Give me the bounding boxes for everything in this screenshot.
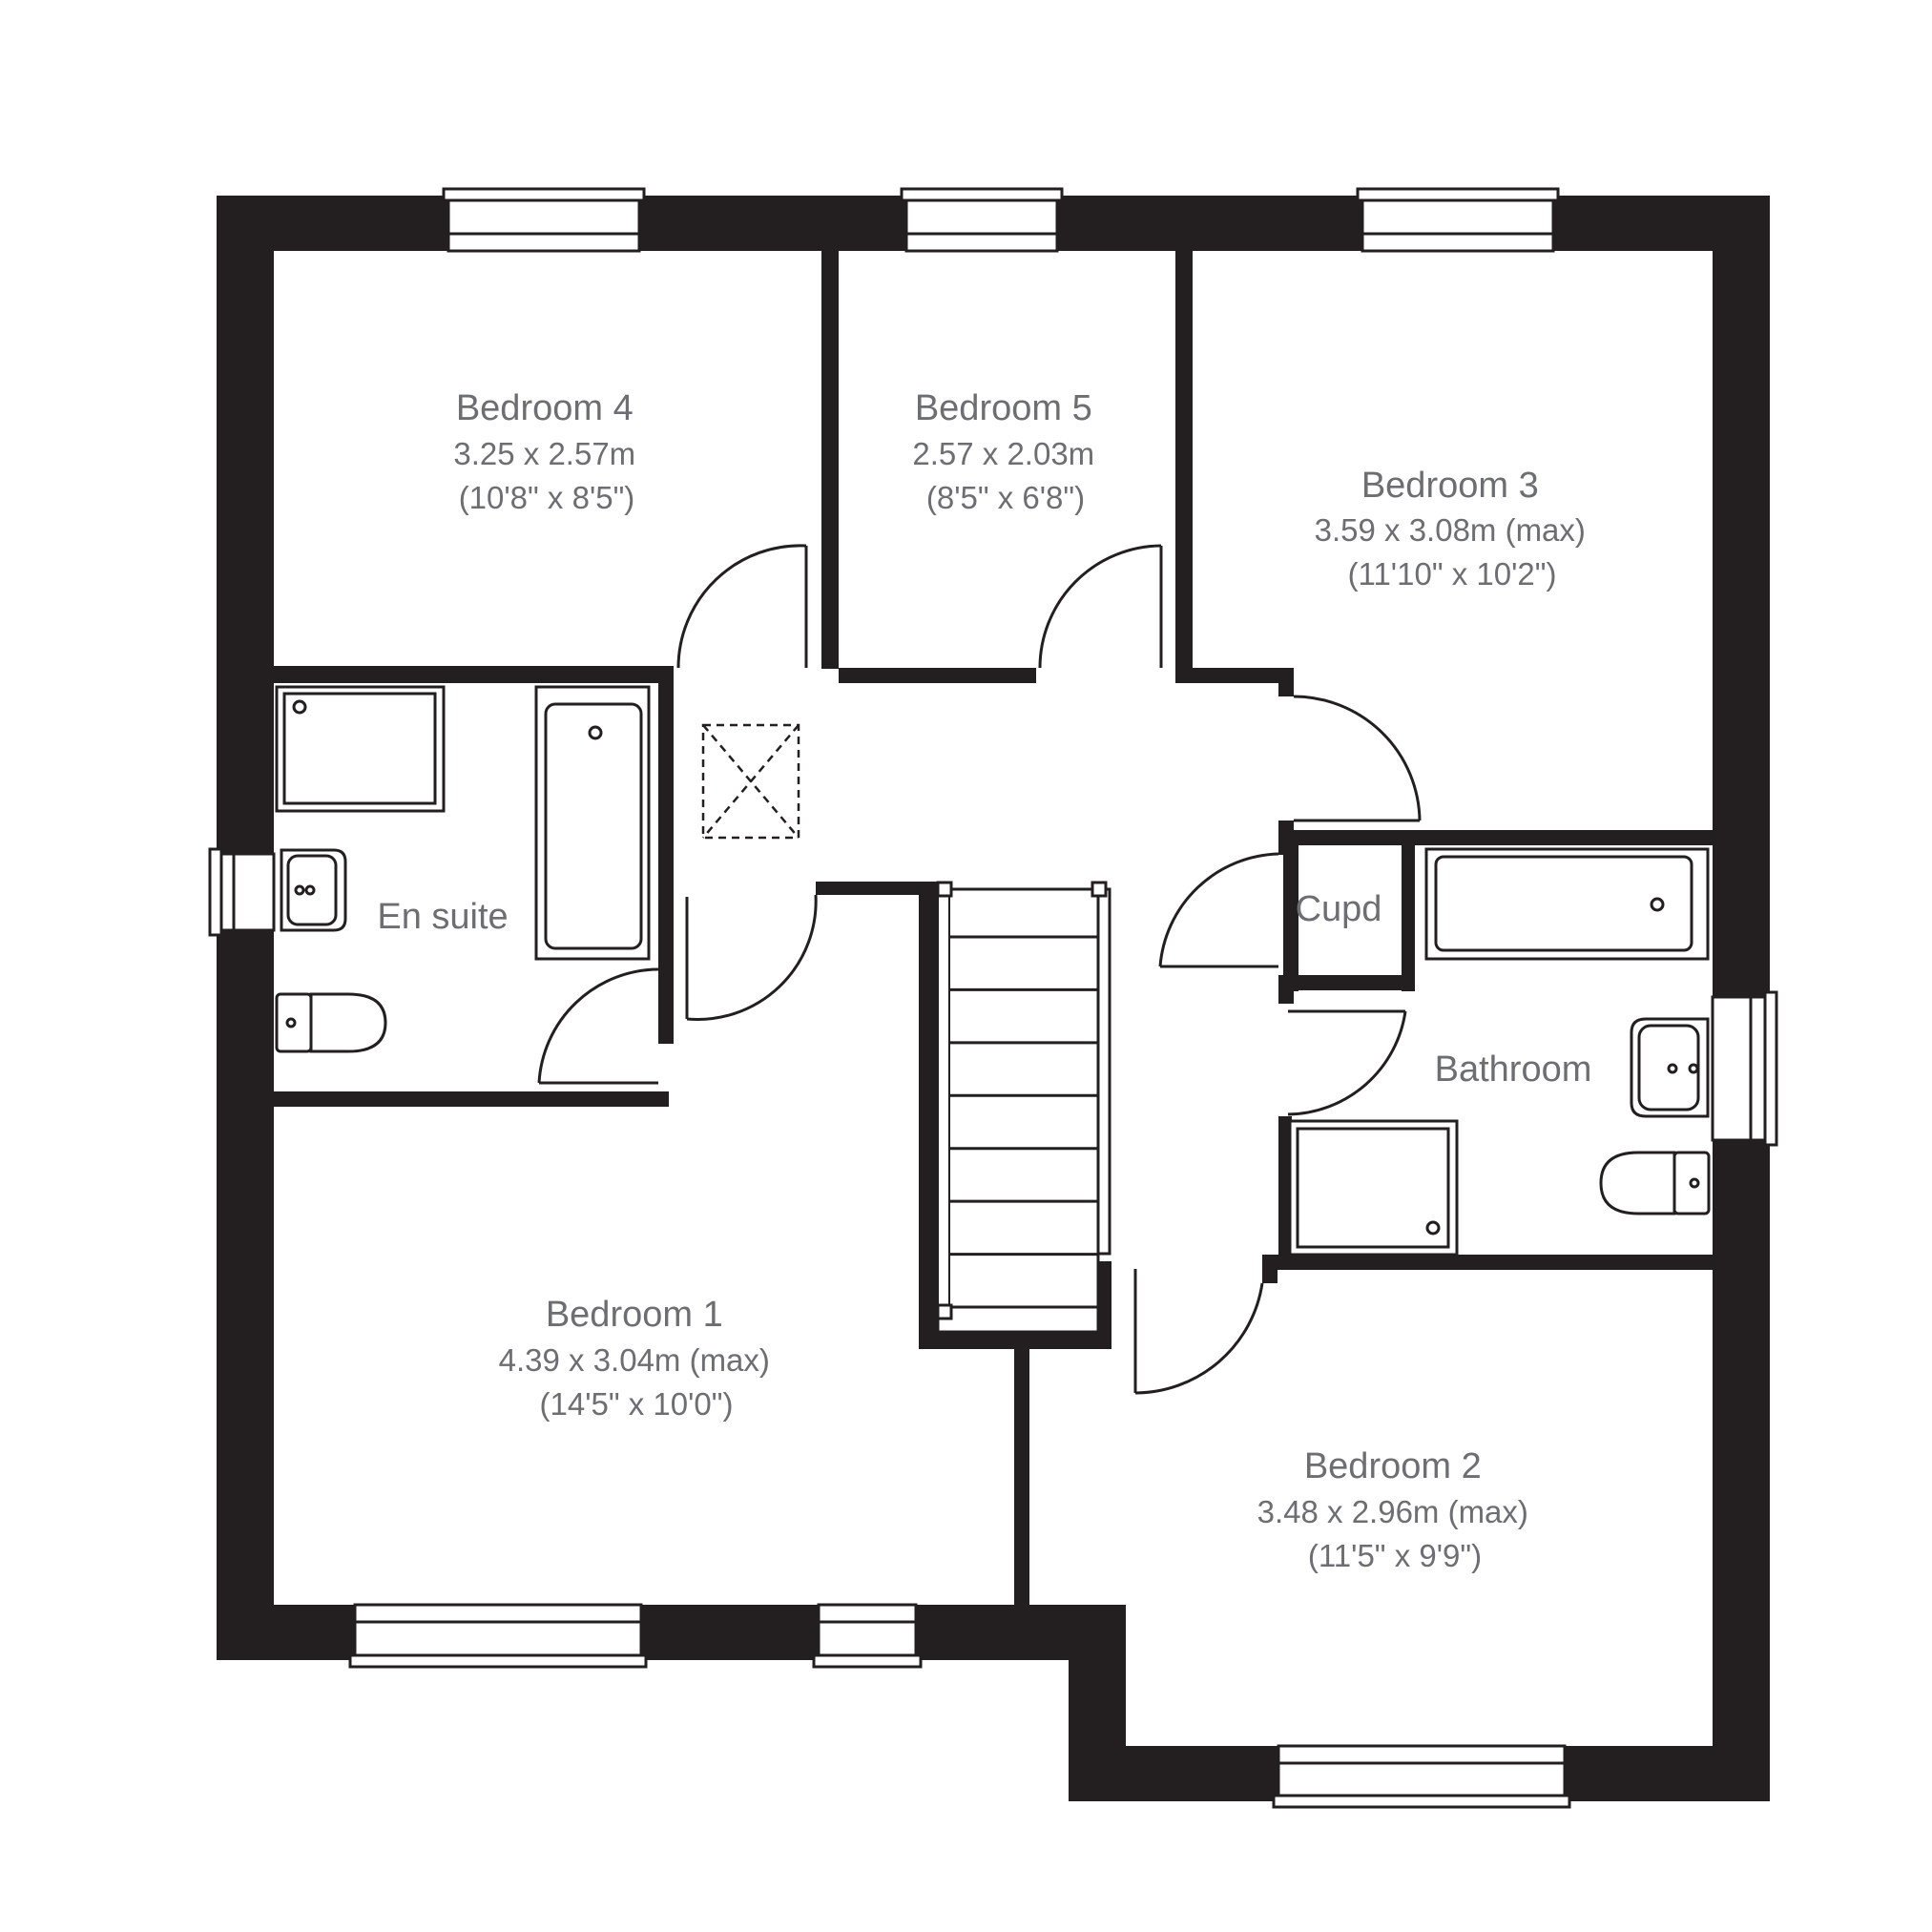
window-icon: [208, 187, 1778, 1809]
interior-walls: [274, 251, 1713, 1612]
toilet-icon: [275, 992, 387, 1053]
basin-icon: [1630, 1017, 1710, 1118]
toilet-icon: [1599, 1151, 1711, 1215]
staircase-icon: [936, 881, 1111, 1334]
bathtub-icon: [1424, 847, 1710, 961]
room-label-bedroom3: Bedroom 3 3.59 x 3.08m (max) (11'10" x 1…: [1315, 466, 1590, 592]
room-label-bathroom: Bathroom: [1435, 1049, 1592, 1090]
shower-tray-icon: [1288, 1119, 1459, 1257]
basin-icon: [280, 848, 347, 932]
door-swing-icon: [537, 544, 1422, 1395]
room-label-ensuite: En suite: [377, 897, 508, 937]
bathtub-icon: [534, 685, 651, 961]
loft-hatch-icon: [701, 723, 800, 840]
room-label-cupd: Cupd: [1296, 889, 1382, 929]
room-label-bedroom5: Bedroom 5 2.57 x 2.03m (8'5" x 6'8"): [912, 388, 1098, 515]
room-label-bedroom2: Bedroom 2 3.48 x 2.96m (max) (11'5" x 9'…: [1257, 1446, 1533, 1573]
shower-tray-icon: [275, 685, 446, 813]
room-label-bedroom4: Bedroom 4 3.25 x 2.57m (10'8" x 8'5"): [453, 388, 639, 515]
room-label-bedroom1: Bedroom 1 4.39 x 3.04m (max) (14'5" x 10…: [499, 1295, 775, 1422]
